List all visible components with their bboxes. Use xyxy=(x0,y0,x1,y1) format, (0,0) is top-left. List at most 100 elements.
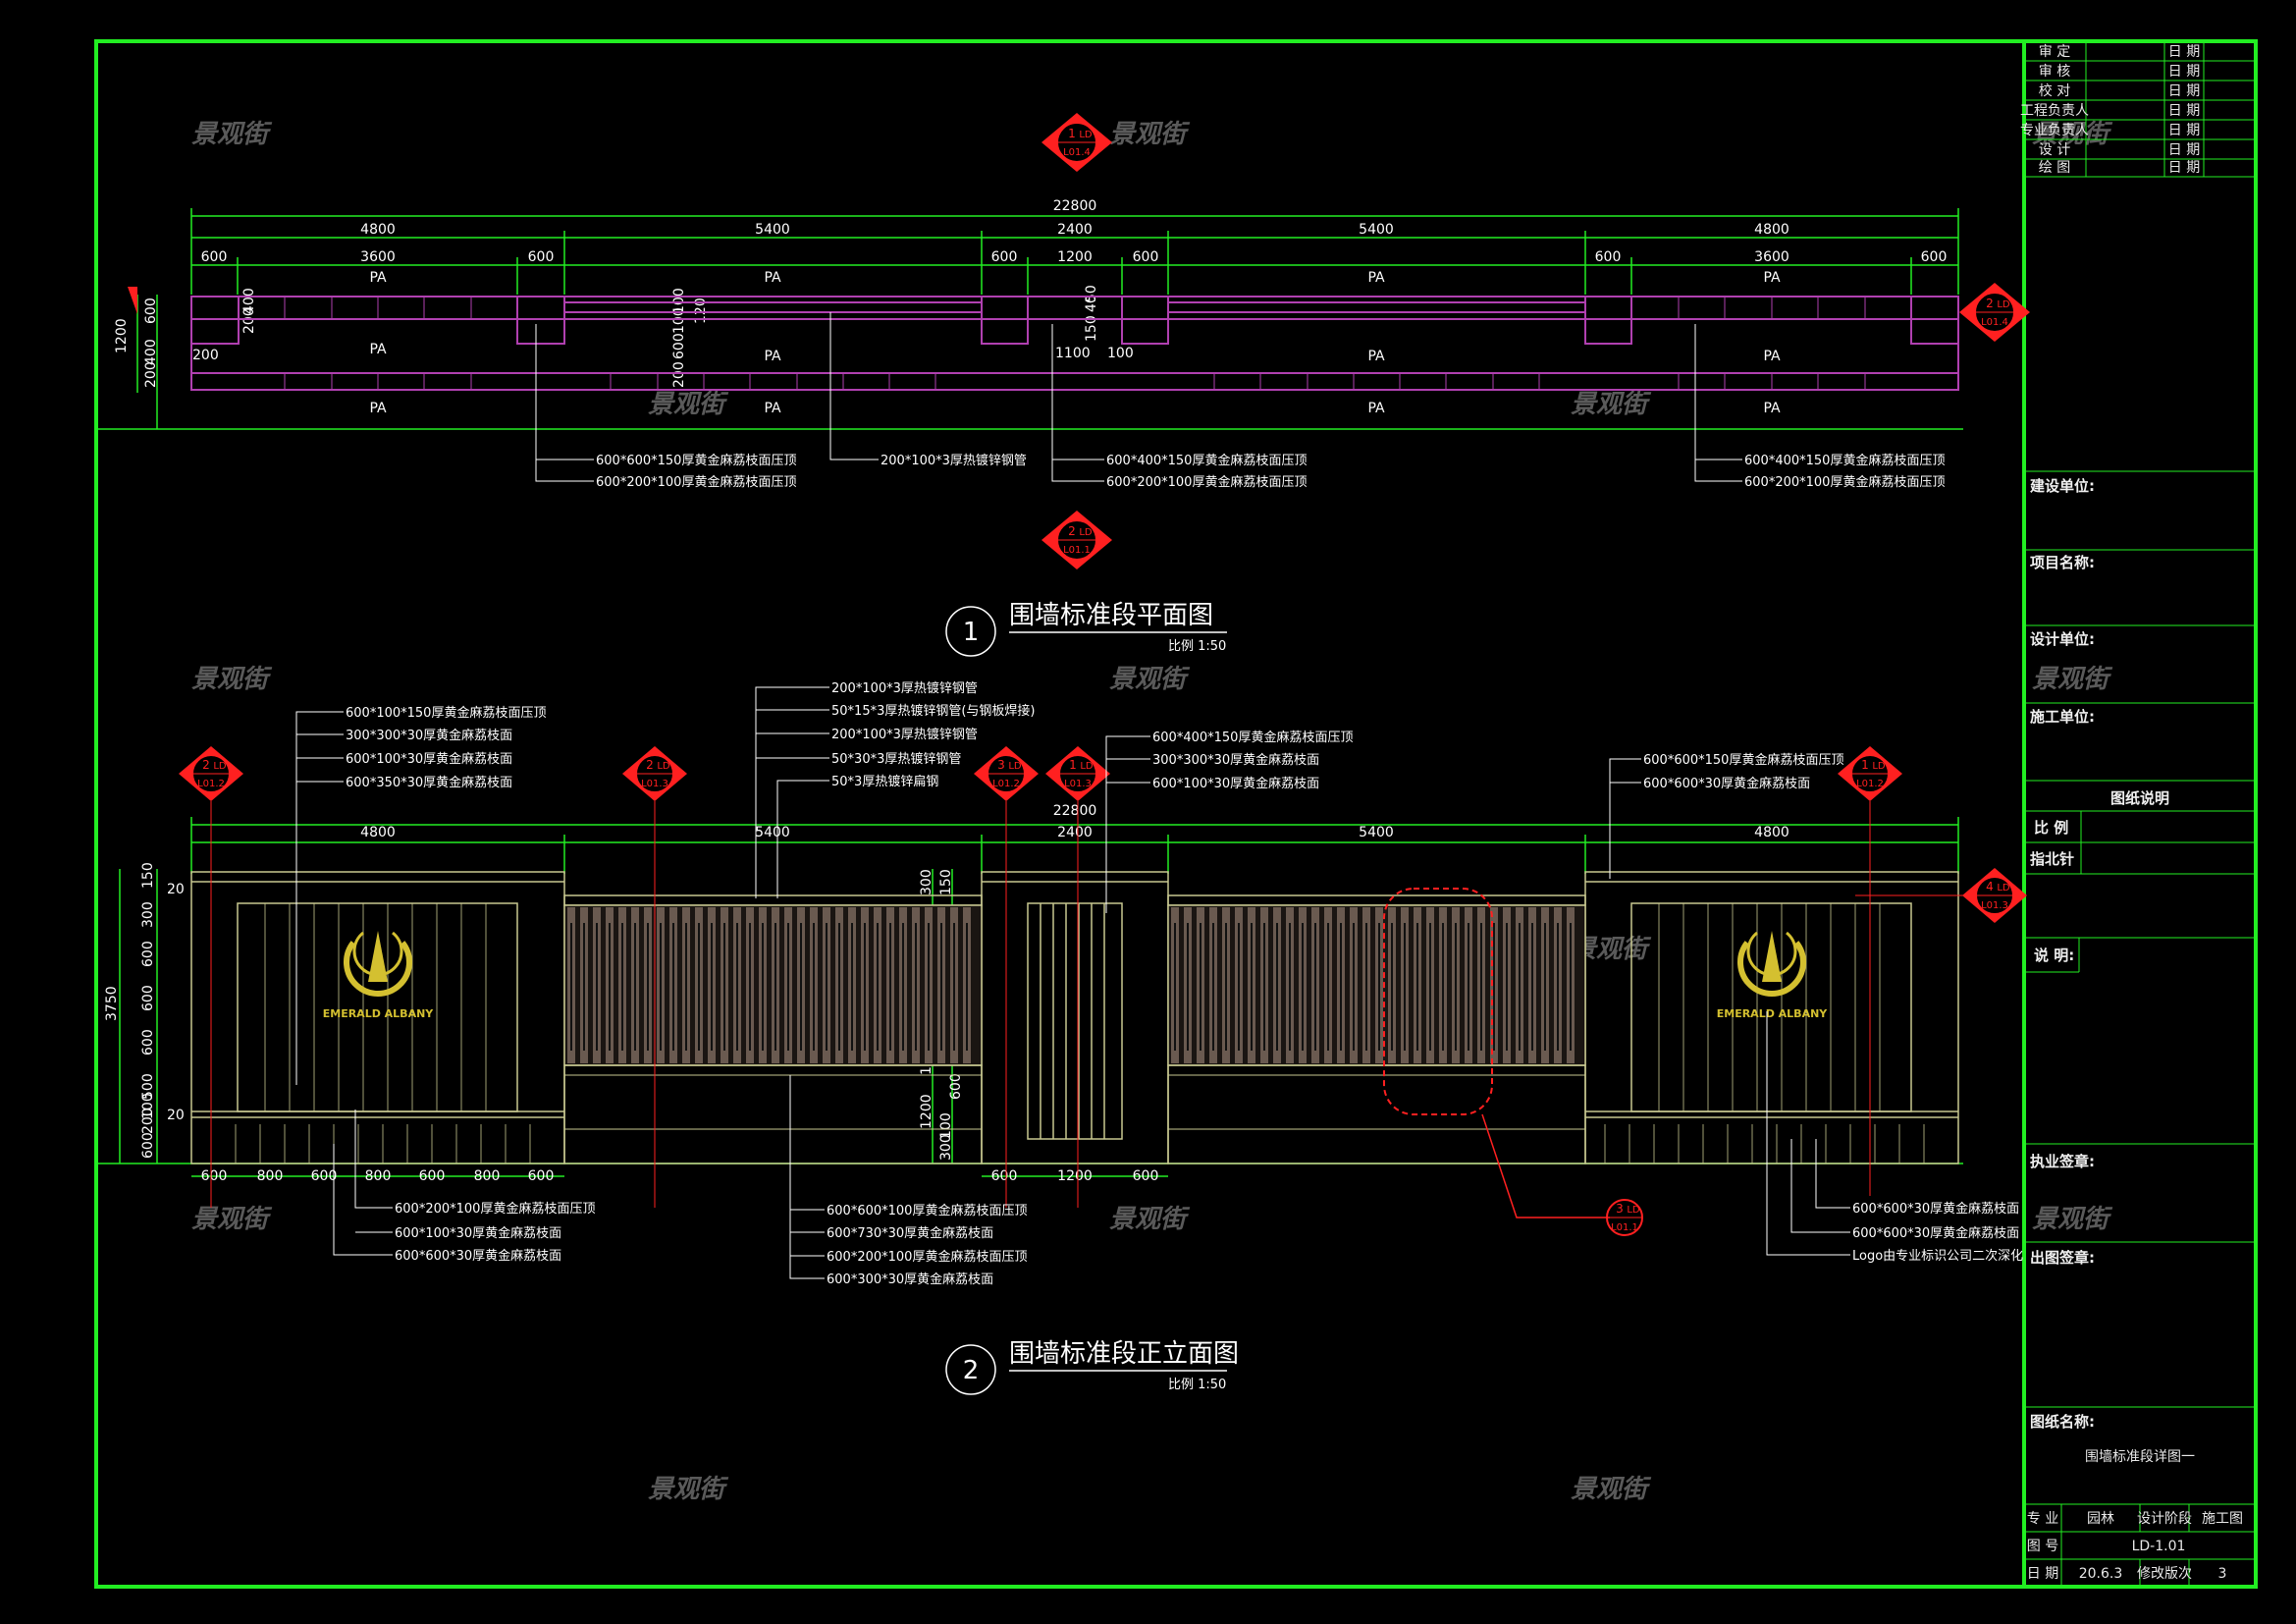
svg-text:指北针: 指北针 xyxy=(2030,850,2074,868)
svg-text:PA: PA xyxy=(1367,349,1385,364)
svg-text:L01.3: L01.3 xyxy=(1981,900,2008,911)
svg-text:600*100*30厚黄金麻荔枝面: 600*100*30厚黄金麻荔枝面 xyxy=(1152,776,1319,791)
elevation-notes: 600*100*150厚黄金麻荔枝面压顶 300*300*30厚黄金麻荔枝面 6… xyxy=(346,680,2023,1287)
svg-text:300*300*30厚黄金麻荔枝面: 300*300*30厚黄金麻荔枝面 xyxy=(346,728,512,743)
svg-text:PA: PA xyxy=(1763,349,1781,364)
svg-text:800: 800 xyxy=(257,1168,284,1184)
svg-text:200*100*3厚热镀锌钢管: 200*100*3厚热镀锌钢管 xyxy=(881,453,1027,468)
svg-text:PA: PA xyxy=(764,401,781,416)
plan-scale: 比例 1:50 xyxy=(1168,639,1226,654)
svg-text:施工单位:: 施工单位: xyxy=(2030,708,2095,726)
svg-text:400: 400 xyxy=(241,288,257,314)
svg-text:200*100*3厚热镀锌钢管: 200*100*3厚热镀锌钢管 xyxy=(831,680,978,696)
svg-text:景观街: 景观街 xyxy=(2032,665,2113,694)
elevation-scale: 比例 1:50 xyxy=(1168,1378,1226,1392)
svg-text:1200: 1200 xyxy=(1057,249,1093,265)
svg-text:150: 150 xyxy=(1084,315,1099,342)
svg-text:600*100*30厚黄金麻荔枝面: 600*100*30厚黄金麻荔枝面 xyxy=(395,1225,561,1241)
plan-view: 22800 4800 5400 2400 5400 4800 600 3600 … xyxy=(96,113,2030,657)
svg-text:设计单位:: 设计单位: xyxy=(2030,630,2095,648)
svg-text:600: 600 xyxy=(528,249,555,265)
svg-text:L01.4: L01.4 xyxy=(1063,147,1091,158)
svg-text:200*100*3厚热镀锌钢管: 200*100*3厚热镀锌钢管 xyxy=(831,727,978,742)
svg-text:400: 400 xyxy=(143,339,159,365)
elev-marker-4: 1 LD L01.3 xyxy=(1045,746,1110,1208)
svg-text:专 业: 专 业 xyxy=(2027,1511,2058,1527)
svg-text:600: 600 xyxy=(1595,249,1622,265)
svg-text:600: 600 xyxy=(671,333,687,359)
svg-text:100: 100 xyxy=(140,1093,156,1119)
svg-text:600: 600 xyxy=(948,1073,964,1100)
svg-text:修改版次: 修改版次 xyxy=(2137,1566,2192,1582)
svg-text:600*600*30厚黄金麻荔枝面: 600*600*30厚黄金麻荔枝面 xyxy=(395,1248,561,1264)
svg-text:景观街: 景观街 xyxy=(1109,1205,1191,1234)
elev-marker-6: 4 LD L01.3 xyxy=(1855,868,2027,923)
svg-text:600*100*150厚黄金麻荔枝面压顶: 600*100*150厚黄金麻荔枝面压顶 xyxy=(346,705,546,721)
svg-text:景观街: 景观街 xyxy=(1571,390,1652,419)
svg-text:600: 600 xyxy=(419,1168,446,1184)
svg-text:600: 600 xyxy=(1921,249,1948,265)
svg-text:园林: 园林 xyxy=(2087,1511,2114,1527)
svg-text:施工图: 施工图 xyxy=(2202,1511,2243,1527)
svg-text:20: 20 xyxy=(167,882,185,897)
svg-text:1: 1 xyxy=(1861,758,1869,772)
svg-text:800: 800 xyxy=(365,1168,392,1184)
plan-paving-joints xyxy=(284,297,1866,390)
svg-text:300: 300 xyxy=(938,1134,954,1161)
elev-marker-1: 2 LD L01.2 xyxy=(179,746,243,1208)
svg-text:PA: PA xyxy=(1367,401,1385,416)
signature-rows: 审 定 日 期 审 核 日 期 校 对 日 期 工程负责人 日 期 专业负责人 … xyxy=(2020,44,2200,176)
svg-text:1: 1 xyxy=(1068,127,1076,140)
svg-text:PA: PA xyxy=(369,342,387,357)
svg-text:景观街: 景观街 xyxy=(191,120,273,149)
svg-text:日 期: 日 期 xyxy=(2168,83,2200,99)
svg-text:L01.2: L01.2 xyxy=(197,779,225,789)
elevation-dim-text: 22800 4800 5400 2400 5400 4800 600 800 6… xyxy=(104,803,1789,1184)
elev-marker-3: 3 LD L01.2 xyxy=(974,746,1039,1208)
svg-text:100: 100 xyxy=(938,1112,954,1139)
svg-text:3600: 3600 xyxy=(360,249,396,265)
svg-text:设 计: 设 计 xyxy=(2039,142,2070,158)
svg-text:600*100*30厚黄金麻荔枝面: 600*100*30厚黄金麻荔枝面 xyxy=(346,751,512,767)
left-logo-text: EMERALD ALBANY xyxy=(323,1007,435,1020)
elevation-title: 围墙标准段正立面图 xyxy=(1009,1339,1239,1369)
svg-text:5400: 5400 xyxy=(1359,222,1394,238)
svg-text:600: 600 xyxy=(991,249,1018,265)
plan-leaders xyxy=(535,312,1742,482)
svg-text:绘 图: 绘 图 xyxy=(2039,160,2070,176)
svg-text:600*200*100厚黄金麻荔枝面压顶: 600*200*100厚黄金麻荔枝面压顶 xyxy=(596,474,796,490)
svg-text:4800: 4800 xyxy=(360,222,396,238)
svg-text:L01.3: L01.3 xyxy=(1064,779,1092,789)
svg-text:景观街: 景观街 xyxy=(648,1475,729,1504)
elevation-view: 22800 4800 5400 2400 5400 4800 600 800 6… xyxy=(96,680,2027,1395)
svg-text:600*300*30厚黄金麻荔枝面: 600*300*30厚黄金麻荔枝面 xyxy=(827,1272,993,1287)
svg-text:PA: PA xyxy=(764,270,781,286)
svg-text:日 期: 日 期 xyxy=(2168,160,2200,176)
svg-text:PA: PA xyxy=(1763,270,1781,286)
svg-text:600*400*150厚黄金麻荔枝面压顶: 600*400*150厚黄金麻荔枝面压顶 xyxy=(1744,453,1945,468)
svg-text:40: 40 xyxy=(1084,295,1099,312)
svg-text:LD: LD xyxy=(1997,883,2010,893)
svg-text:专业负责人: 专业负责人 xyxy=(2020,123,2089,138)
svg-text:600*600*30厚黄金麻荔枝面: 600*600*30厚黄金麻荔枝面 xyxy=(1852,1201,2019,1217)
svg-text:600*600*150厚黄金麻荔枝面压顶: 600*600*150厚黄金麻荔枝面压顶 xyxy=(1643,752,1843,768)
right-logo-text: EMERALD ALBANY xyxy=(1717,1007,1829,1020)
svg-text:600: 600 xyxy=(140,1132,156,1159)
svg-text:PA: PA xyxy=(764,349,781,364)
elevation-number: 2 xyxy=(963,1356,980,1385)
svg-text:600*600*100厚黄金麻荔枝面压顶: 600*600*100厚黄金麻荔枝面压顶 xyxy=(827,1203,1027,1218)
svg-text:4800: 4800 xyxy=(1754,222,1789,238)
svg-text:22800: 22800 xyxy=(1053,198,1097,214)
svg-text:PA: PA xyxy=(1763,401,1781,416)
svg-text:图纸说明: 图纸说明 xyxy=(2110,789,2169,807)
svg-text:1100: 1100 xyxy=(1055,346,1091,361)
watermarks: 景观街 景观街 景观街 景观街 景观街 景观街 景观街 景观街 景观街 景观街 … xyxy=(191,120,2113,1504)
svg-text:说 明:: 说 明: xyxy=(2034,947,2074,964)
svg-text:LD: LD xyxy=(1079,130,1093,140)
elev-marker-2: 2 LD L01.3 xyxy=(622,746,687,1208)
svg-text:L01.3: L01.3 xyxy=(641,779,668,789)
left-logo-icon: EMERALD ALBANY xyxy=(323,931,435,1020)
svg-text:600*200*100厚黄金麻荔枝面压顶: 600*200*100厚黄金麻荔枝面压顶 xyxy=(1106,474,1307,490)
svg-text:50*3厚热镀锌扁钢: 50*3厚热镀锌扁钢 xyxy=(831,774,938,789)
